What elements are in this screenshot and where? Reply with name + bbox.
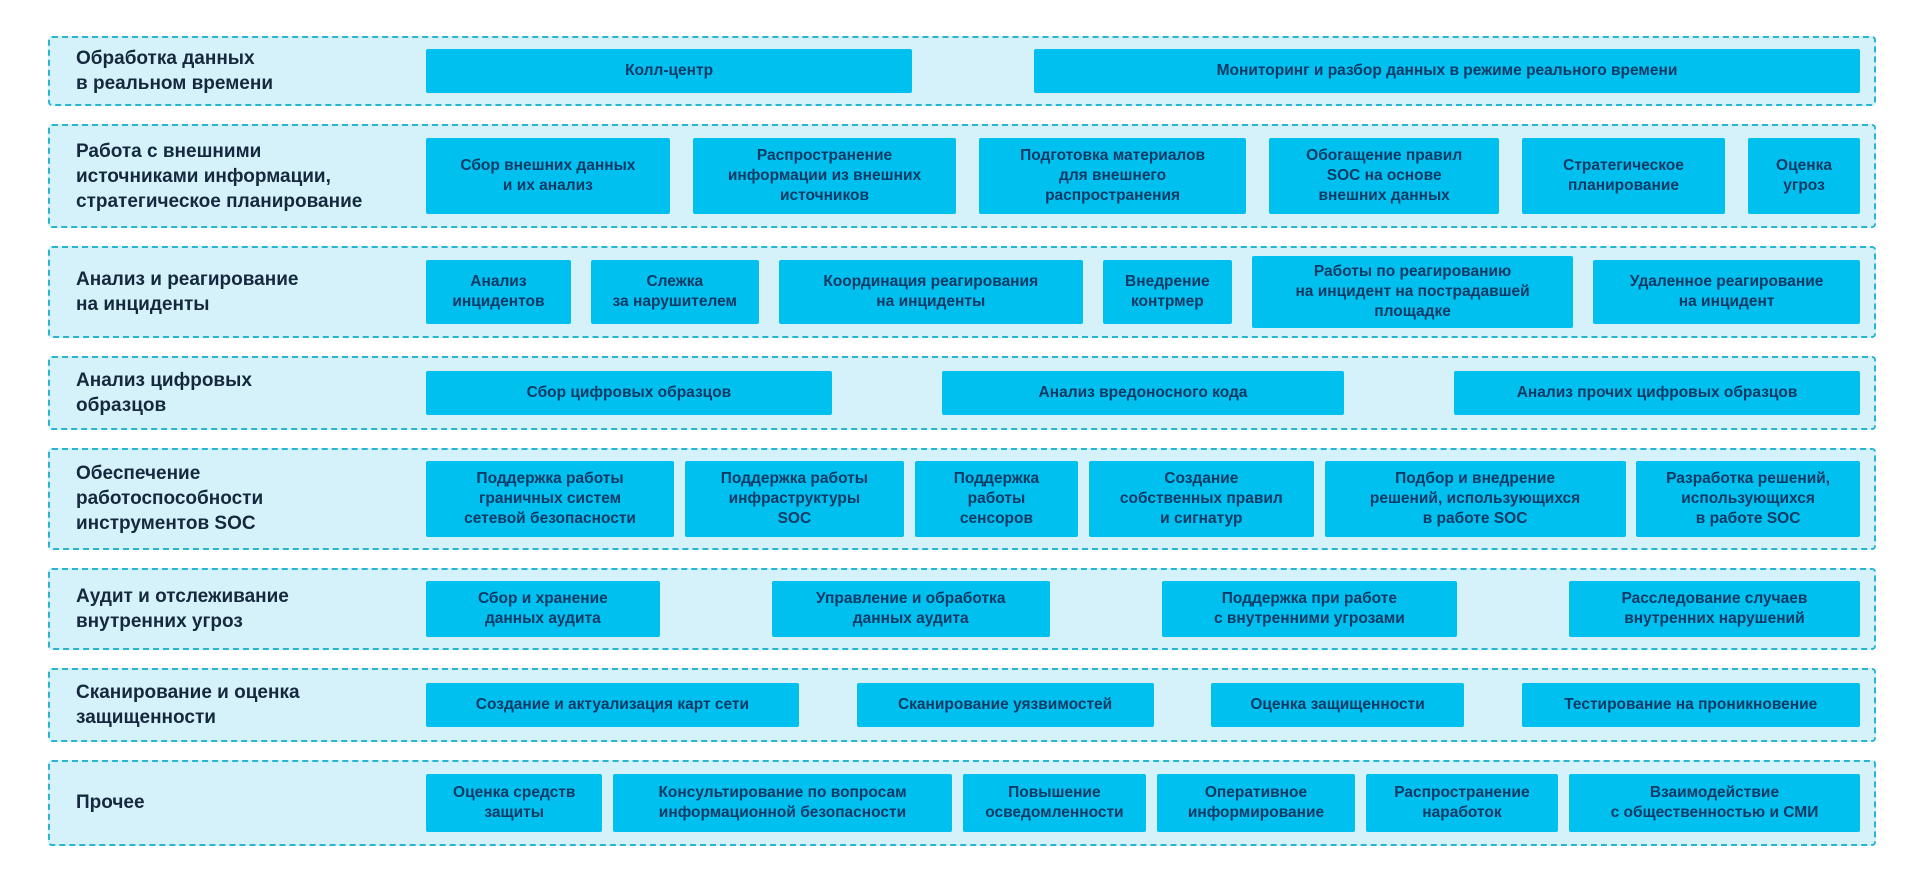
row-boxes: Сбор и хранение данных аудита Управление… — [426, 580, 1860, 637]
function-box: Тестирование на проникновение — [1521, 682, 1860, 727]
function-box: Работы по реагированию на инцидент на по… — [1251, 256, 1574, 328]
function-box: Анализ инцидентов — [426, 259, 571, 324]
function-box: Поддержка работы инфраструктуры SOC — [684, 460, 905, 537]
function-box: Оценка средств защиты — [426, 773, 603, 832]
row-boxes: Оценка средств защиты Консультирование п… — [426, 773, 1860, 832]
function-box: Внедрение контрмер — [1102, 259, 1232, 324]
row-boxes: Создание и актуализация карт сети Сканир… — [426, 682, 1860, 727]
function-box: Консультирование по вопросам информацион… — [613, 773, 952, 832]
function-box: Поддержка работы граничных систем сетево… — [426, 460, 675, 537]
function-box: Стратегическое планирование — [1522, 138, 1725, 215]
row-boxes: Колл-центр Мониторинг и разбор данных в … — [426, 49, 1860, 94]
function-box: Распространение наработок — [1365, 773, 1558, 832]
row-soc-tools-maintenance: Обеспечение работоспособности инструмент… — [48, 447, 1876, 550]
function-box: Сбор внешних данных и их анализ — [426, 138, 670, 215]
function-box: Распространение информации из внешних ис… — [693, 138, 956, 215]
row-digital-artifact-analysis: Анализ цифровых образцов Сбор цифровых о… — [48, 355, 1876, 430]
function-box: Поддержка при работе с внутренними угроз… — [1161, 580, 1458, 637]
row-boxes: Сбор цифровых образцов Анализ вредоносно… — [426, 370, 1860, 415]
function-box: Создание и актуализация карт сети — [426, 682, 799, 727]
function-box: Анализ вредоносного кода — [941, 370, 1345, 415]
row-incident-analysis-response: Анализ и реагирование на инциденты Анали… — [48, 246, 1876, 338]
row-boxes: Сбор внешних данных и их анализ Распрост… — [426, 138, 1860, 215]
function-box: Координация реагирования на инциденты — [778, 259, 1083, 324]
row-label: Обеспечение работоспособности инструмент… — [76, 463, 264, 535]
row-other: Прочее Оценка средств защиты Консультиро… — [48, 759, 1876, 846]
function-box: Создание собственных правил и сигнатур — [1088, 460, 1314, 537]
row-label: Обработка данных в реальном времени — [76, 48, 273, 95]
row-label: Аудит и отслеживание внутренних угроз — [76, 585, 289, 632]
function-box: Поддержка работы сенсоров — [914, 460, 1079, 537]
function-box: Колл-центр — [426, 49, 913, 94]
row-realtime-data-processing: Обработка данных в реальном времени Колл… — [48, 36, 1876, 107]
function-box: Обогащение правил SOC на основе внешних … — [1269, 138, 1499, 215]
row-scanning-security-assessment: Сканирование и оценка защищенности Созда… — [48, 667, 1876, 742]
row-label: Сканирование и оценка защищенности — [76, 681, 300, 728]
function-box: Анализ прочих цифровых образцов — [1454, 370, 1860, 415]
row-label: Прочее — [76, 792, 145, 814]
row-boxes: Поддержка работы граничных систем сетево… — [426, 460, 1860, 537]
function-box: Подбор и внедрение решений, использующих… — [1324, 460, 1626, 537]
row-audit-insider-threat: Аудит и отслеживание внутренних угроз Сб… — [48, 567, 1876, 650]
function-box: Оценка защищенности — [1211, 682, 1464, 727]
function-box: Сканирование уязвимостей — [856, 682, 1154, 727]
function-box: Сбор цифровых образцов — [426, 370, 832, 415]
function-box: Повышение осведомленности — [962, 773, 1147, 832]
function-box: Разработка решений, использующихся в раб… — [1636, 460, 1860, 537]
function-box: Взаимодействие с общественностью и СМИ — [1568, 773, 1860, 832]
function-box: Расследование случаев внутренних нарушен… — [1568, 580, 1860, 637]
function-box: Оперативное информирование — [1157, 773, 1355, 832]
row-label: Работа с внешними источниками информации… — [76, 140, 363, 212]
row-boxes: Анализ инцидентов Слежка за нарушителем … — [426, 256, 1860, 328]
function-box: Управление и обработка данных аудита — [771, 580, 1050, 637]
function-box: Слежка за нарушителем — [590, 259, 759, 324]
function-box: Мониторинг и разбор данных в режиме реал… — [1034, 49, 1860, 94]
function-box: Сбор и хранение данных аудита — [426, 580, 660, 637]
function-box: Удаленное реагирование на инцидент — [1593, 259, 1860, 324]
row-label: Анализ цифровых образцов — [76, 369, 252, 416]
row-external-sources-strategic-planning: Работа с внешними источниками информации… — [48, 124, 1876, 229]
function-box: Оценка угроз — [1748, 138, 1860, 215]
row-label: Анализ и реагирование на инциденты — [76, 268, 299, 315]
function-box: Подготовка материалов для внешнего распр… — [979, 138, 1246, 215]
